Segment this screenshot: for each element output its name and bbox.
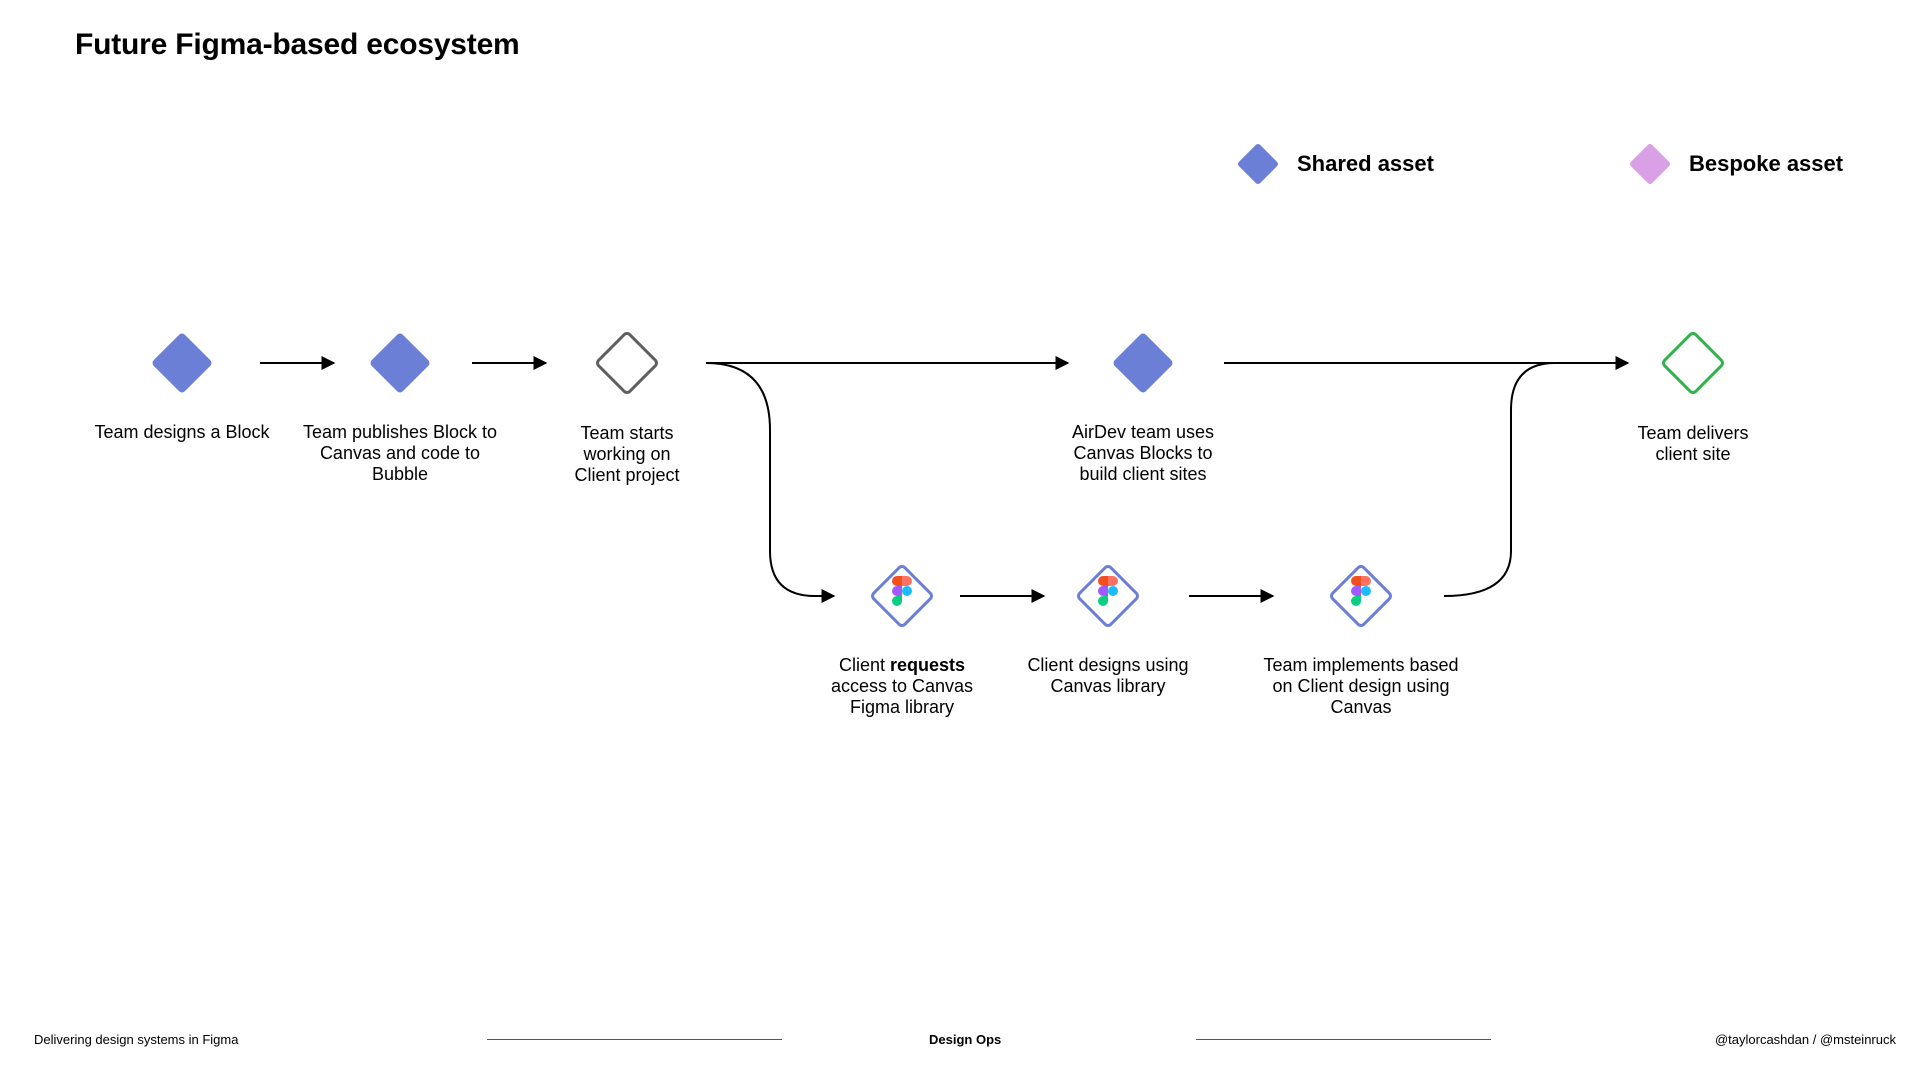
- footer-right-text: @taylorcashdan / @msteinruck: [1714, 1032, 1896, 1047]
- node-deliver-site-diamond: [1662, 332, 1724, 394]
- footer-divider-right: [1196, 1039, 1491, 1040]
- bespoke-asset-diamond-icon: [1630, 144, 1670, 184]
- node-client-requests-text: Client requests access to Canvas Figma l…: [827, 655, 977, 718]
- legend-bespoke-label: Bespoke asset: [1689, 151, 1844, 176]
- label-part: Client: [838, 655, 890, 675]
- footer-left-text: Delivering design systems in Figma: [34, 1032, 239, 1047]
- node-team-implements-label: Team implements based on Client design u…: [1251, 655, 1471, 718]
- legend-shared-label: Shared asset: [1297, 151, 1434, 176]
- node-design-block-diamond: [152, 333, 212, 393]
- node-start-project-diamond: [596, 332, 658, 394]
- legend-shared-asset: Shared asset: [1235, 141, 1434, 187]
- shared-asset-diamond-icon: [1238, 144, 1278, 184]
- label-bold-part: requests: [889, 655, 966, 675]
- node-client-designs-label: Client designs using Canvas library: [998, 655, 1218, 697]
- node-start-project-label: Team starts working on Client project: [517, 423, 737, 486]
- node-publish-block-label: Team publishes Block to Canvas and code …: [302, 422, 498, 484]
- arrow-implements-to-deliver: [1443, 362, 1556, 597]
- node-client-designs-figma: [1077, 565, 1139, 627]
- arrow-start-to-client-requests: [705, 362, 836, 603]
- node-team-implements-text: Team implements based on Client design u…: [1263, 655, 1459, 717]
- node-team-implements-figma: [1330, 565, 1392, 627]
- node-client-requests-label: Client requests access to Canvas Figma l…: [792, 655, 1012, 718]
- footer-center-text: Design Ops: [929, 1032, 1002, 1047]
- node-client-requests-figma: [871, 565, 933, 627]
- node-deliver-site-label: Team delivers client site: [1583, 423, 1803, 465]
- footer-divider-left: [487, 1039, 782, 1040]
- node-publish-block-diamond: [370, 333, 430, 393]
- node-design-block-label: Team designs a Block: [94, 422, 270, 442]
- legend-bespoke-asset: Bespoke asset: [1627, 141, 1843, 187]
- node-airdev-builds-text: AirDev team uses Canvas Blocks to build …: [1071, 422, 1215, 484]
- node-client-designs-text: Client designs using Canvas library: [1027, 655, 1189, 696]
- page-title: Future Figma-based ecosystem: [75, 28, 520, 61]
- node-deliver-site-text: Team delivers client site: [1637, 423, 1749, 464]
- node-airdev-builds-diamond: [1113, 333, 1173, 393]
- node-airdev-builds-label: AirDev team uses Canvas Blocks to build …: [1033, 422, 1253, 485]
- label-part: access to Canvas Figma library: [830, 676, 974, 717]
- node-start-project-text: Team starts working on Client project: [574, 423, 680, 485]
